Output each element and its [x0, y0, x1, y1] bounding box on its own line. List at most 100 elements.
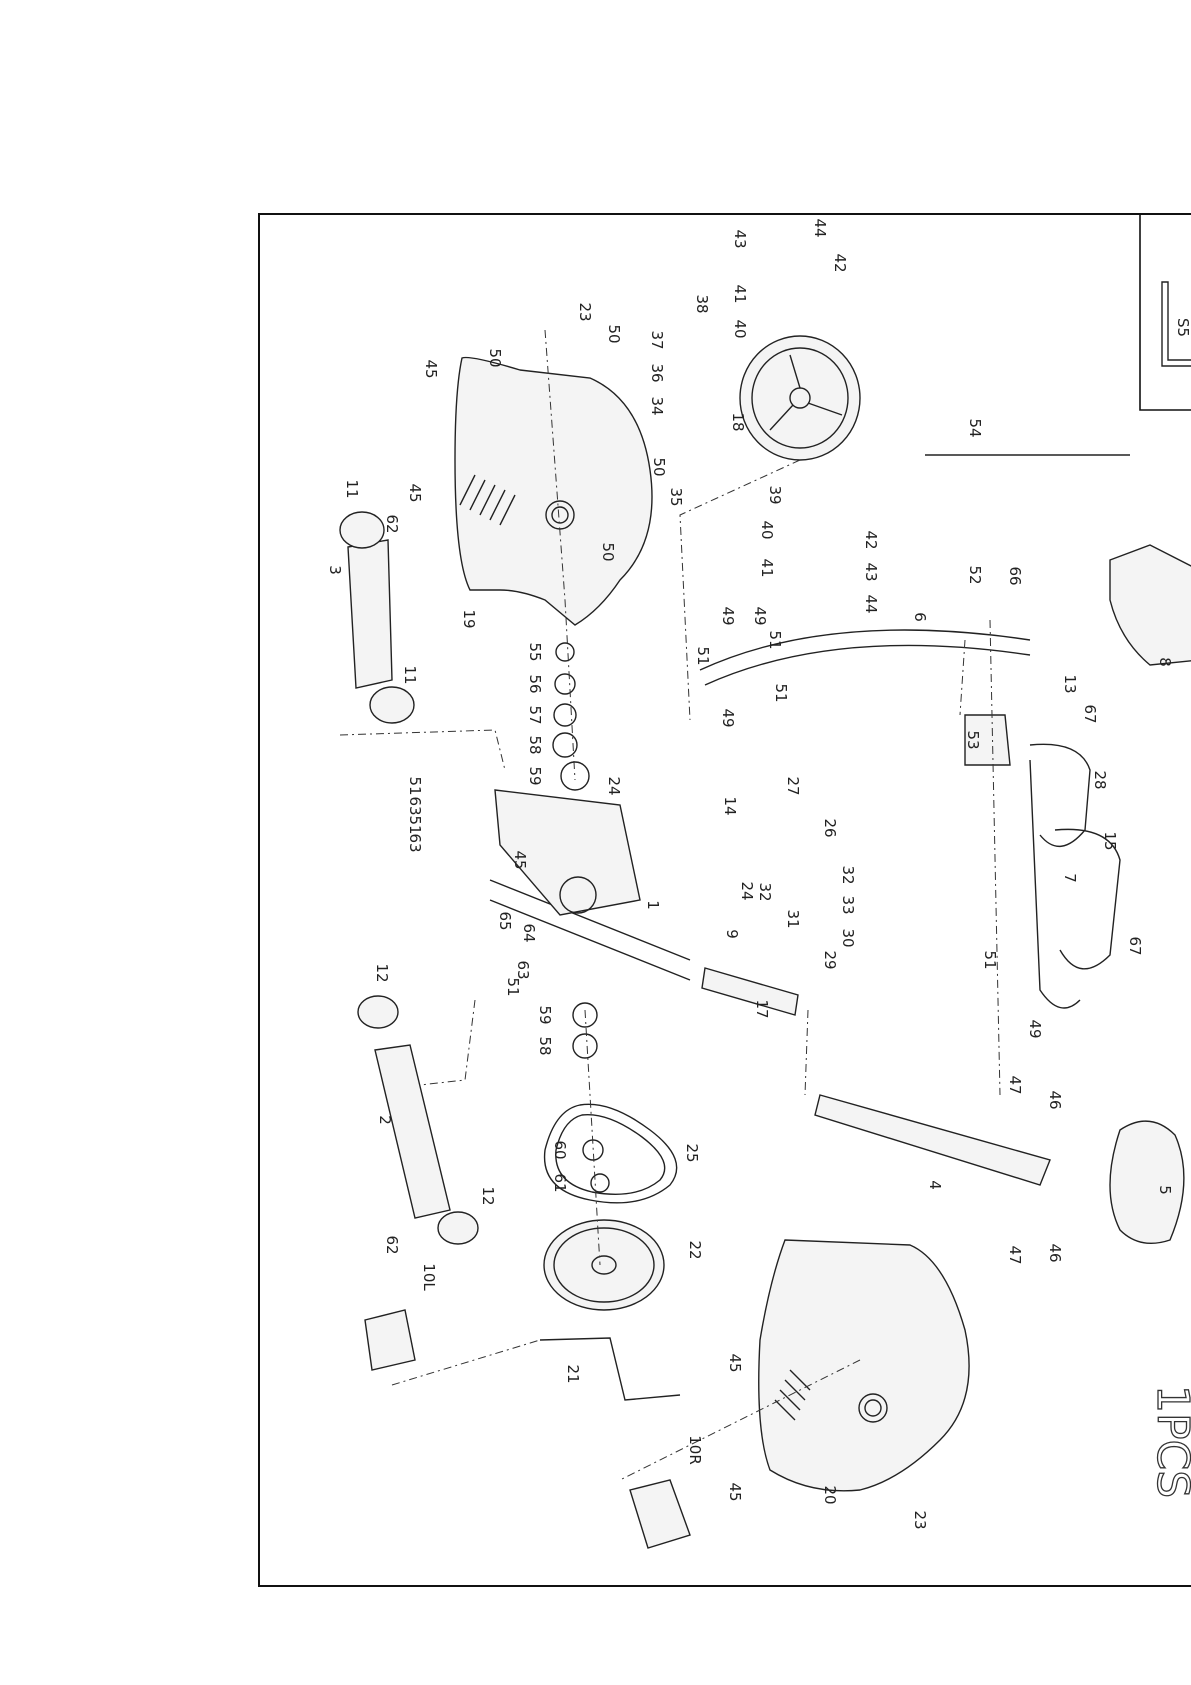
part-label-p23b: 23 [911, 1510, 929, 1529]
part-label-p51e: 51 [406, 815, 424, 834]
part-label-p61: 61 [551, 1173, 569, 1192]
part-label-p51g: 51 [981, 950, 999, 969]
part-label-p15: 15 [1101, 831, 1119, 850]
part-label-p41a: 41 [731, 284, 749, 303]
part-label-p50d: 50 [599, 542, 617, 561]
part-label-p67a: 67 [1081, 704, 1099, 723]
part-label-p12b: 12 [479, 1186, 497, 1205]
part-label-p7: 7 [1061, 873, 1079, 883]
part-label-p42a: 42 [831, 253, 849, 272]
part-label-p44b: 44 [862, 594, 880, 613]
part-label-p50b: 50 [605, 324, 623, 343]
belt-25 [543, 1103, 678, 1204]
part-label-p52: 52 [966, 565, 984, 584]
part-label-p50a: 50 [486, 348, 504, 367]
part-label-p56: 56 [526, 674, 544, 693]
part-label-p5: 5 [1156, 1185, 1174, 1195]
part-label-p40a: 40 [731, 319, 749, 338]
part-label-p51a: 51 [694, 646, 712, 665]
part-label-p51b: 51 [766, 630, 784, 649]
part-label-p6: 6 [911, 612, 929, 622]
part-label-p22: 22 [686, 1240, 704, 1259]
part-label-p18: 18 [729, 412, 747, 431]
part-label-p46b: 46 [1046, 1243, 1064, 1262]
stabilizers [339, 511, 479, 1245]
drawing-frame [258, 213, 1191, 1587]
part-label-p45b: 45 [406, 483, 424, 502]
part-label-p67b: 67 [1126, 936, 1144, 955]
part-label-p14: 14 [721, 796, 739, 815]
part-label-p10l: 10L [420, 1263, 438, 1291]
part-label-p3: 3 [326, 565, 344, 575]
part-label-p55: 55 [526, 642, 544, 661]
seat-post-17 [701, 967, 799, 1016]
part-label-p63b: 63 [406, 833, 424, 852]
part-label-p37: 37 [648, 330, 666, 349]
quantity-label: 1PCS [1147, 1385, 1191, 1498]
part-label-p45a: 45 [422, 359, 440, 378]
part-label-p57: 57 [526, 705, 544, 724]
part-label-p36: 36 [648, 363, 666, 382]
part-label-p30: 30 [839, 928, 857, 947]
part-label-p51f: 51 [504, 977, 522, 996]
part-label-p43b: 43 [862, 562, 880, 581]
part-label-p51d: 51 [406, 776, 424, 795]
part-label-p28: 28 [1091, 770, 1109, 789]
part-label-p34: 34 [648, 396, 666, 415]
part-label-p64: 64 [520, 923, 538, 942]
part-label-p63c: 63 [514, 960, 532, 979]
part-label-p24b: 24 [738, 881, 756, 900]
part-label-p54: 54 [966, 418, 984, 437]
part-label-p50c: 50 [650, 457, 668, 476]
pulley-22 [543, 1219, 665, 1311]
part-label-p47a: 47 [1006, 1075, 1024, 1094]
tool-size-label: S5 [1174, 318, 1191, 337]
part-label-p49d: 49 [1026, 1019, 1044, 1038]
part-label-p53: 53 [964, 730, 982, 749]
part-label-p25: 25 [683, 1143, 701, 1162]
part-label-p46a: 46 [1046, 1090, 1064, 1109]
part-number-labels: 12345678910L10R1111121213141517181920212… [326, 218, 1174, 1529]
part-label-p31: 31 [784, 909, 802, 928]
part-label-p9: 9 [723, 929, 741, 939]
part-label-p26: 26 [821, 818, 839, 837]
part-label-p4: 4 [926, 1180, 944, 1190]
part-label-p27: 27 [784, 776, 802, 795]
part-label-p63a: 63 [406, 796, 424, 815]
part-label-p11a: 11 [343, 479, 361, 498]
part-label-p58a: 58 [526, 735, 544, 754]
part-label-p40b: 40 [758, 520, 776, 539]
part-label-p8: 8 [1156, 657, 1174, 667]
part-label-p20: 20 [821, 1485, 839, 1504]
part-label-p24a: 24 [605, 776, 623, 795]
side-cover-20 [758, 1239, 970, 1492]
part-label-p21: 21 [564, 1364, 582, 1383]
part-label-p35: 35 [667, 487, 685, 506]
part-label-p12a: 12 [373, 963, 391, 982]
part-label-p11b: 11 [401, 665, 419, 684]
part-label-p1: 1 [644, 900, 662, 910]
main-frame [489, 789, 1051, 1186]
part-label-p2: 2 [376, 1115, 394, 1125]
handlebar-tube-6 [699, 629, 1031, 686]
part-label-p42b: 42 [862, 530, 880, 549]
part-label-p39: 39 [766, 485, 784, 504]
flywheel-18 [739, 335, 861, 461]
tool-inset: S5 [1139, 214, 1191, 411]
assembly-lines [339, 329, 1001, 1481]
side-cover-19 [454, 356, 653, 626]
handlebar-7-28 [1029, 743, 1121, 1009]
part-label-p19: 19 [460, 609, 478, 628]
part-label-p23a: 23 [576, 302, 594, 321]
pedals-crank [364, 1309, 691, 1549]
part-label-p32b: 32 [839, 865, 857, 884]
part-label-p60: 60 [551, 1140, 569, 1159]
part-label-p66: 66 [1006, 566, 1024, 585]
part-label-p43a: 43 [731, 229, 749, 248]
part-label-p47b: 47 [1006, 1245, 1024, 1264]
part-label-p59a: 59 [526, 766, 544, 785]
part-label-p38: 38 [693, 294, 711, 313]
part-label-p45e: 45 [726, 1482, 744, 1501]
part-label-p45d: 45 [726, 1353, 744, 1372]
